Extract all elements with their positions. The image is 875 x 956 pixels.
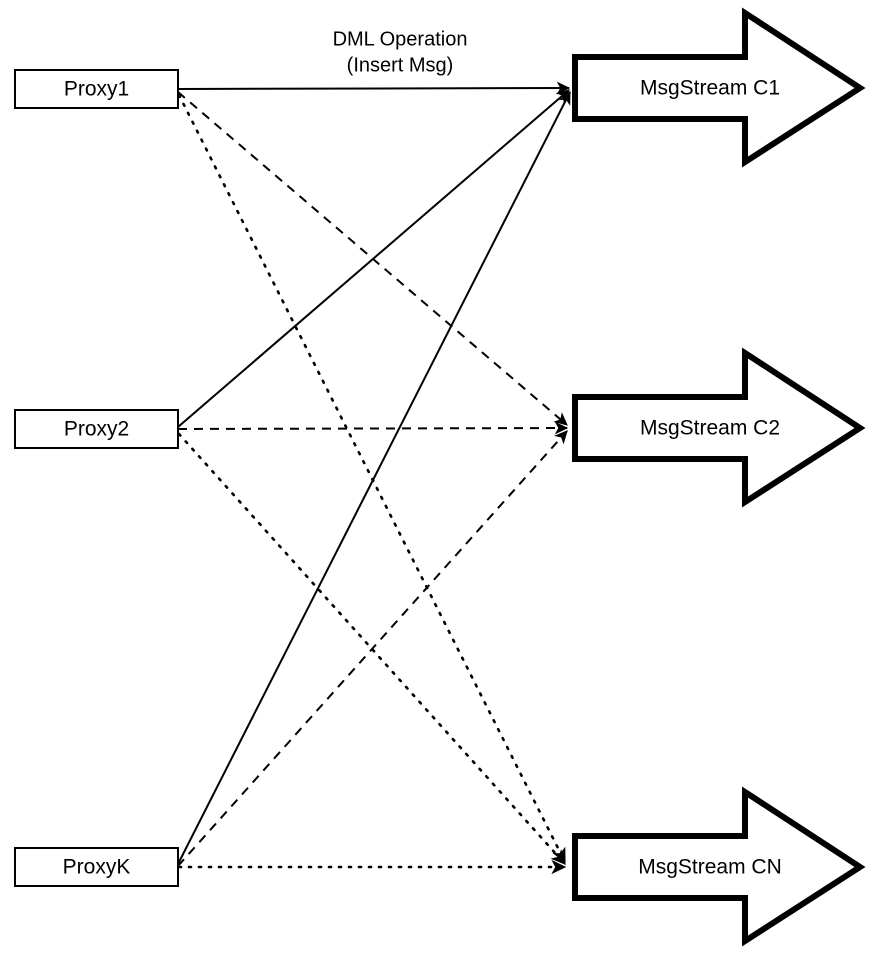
- proxy-node-proxyk[interactable]: ProxyK: [14, 847, 179, 887]
- edge-proxyk-to-stream-c2: [177, 430, 568, 867]
- proxy-node-proxy2[interactable]: Proxy2: [14, 409, 179, 449]
- proxyk-box[interactable]: [14, 847, 179, 887]
- edge-proxy2-to-stream-c2: [177, 421, 569, 435]
- msgstream-c1-arrow-shape[interactable]: [572, 7, 866, 168]
- edge-proxyk-to-stream-c1: [177, 90, 571, 865]
- msgstream-node-c2[interactable]: MsgStream C2: [572, 347, 866, 508]
- proxy2-box[interactable]: [14, 409, 179, 449]
- msgstream-node-c1[interactable]: MsgStream C1: [572, 7, 866, 168]
- msgstream-cn-arrow-shape[interactable]: [572, 786, 866, 947]
- edge-proxy1-to-stream-cn: [177, 93, 567, 864]
- msgstream-cn-label: MsgStream CN: [638, 856, 782, 879]
- edge-proxy2-to-stream-c1: [177, 89, 570, 428]
- msgstream-c2-arrow-shape[interactable]: [572, 347, 866, 508]
- msgstream-c1-label: MsgStream C1: [640, 77, 780, 100]
- proxy-node-proxy1[interactable]: Proxy1: [14, 69, 179, 109]
- proxy2-label: Proxy2: [64, 418, 129, 441]
- edge-label-line1: DML Operation: [333, 28, 468, 50]
- msgstream-node-cn[interactable]: MsgStream CN: [572, 786, 866, 947]
- proxyk-label: ProxyK: [63, 856, 131, 879]
- edge-label-dml-operation: DML Operation (Insert Msg): [333, 28, 468, 76]
- proxy1-box[interactable]: [14, 69, 179, 109]
- edge-label-line2: (Insert Msg): [347, 54, 454, 76]
- edge-proxy1-to-stream-c1: [177, 81, 571, 95]
- msgstream-c2-label: MsgStream C2: [640, 417, 780, 440]
- proxy1-label: Proxy1: [64, 78, 129, 101]
- connection-layer: [177, 81, 571, 875]
